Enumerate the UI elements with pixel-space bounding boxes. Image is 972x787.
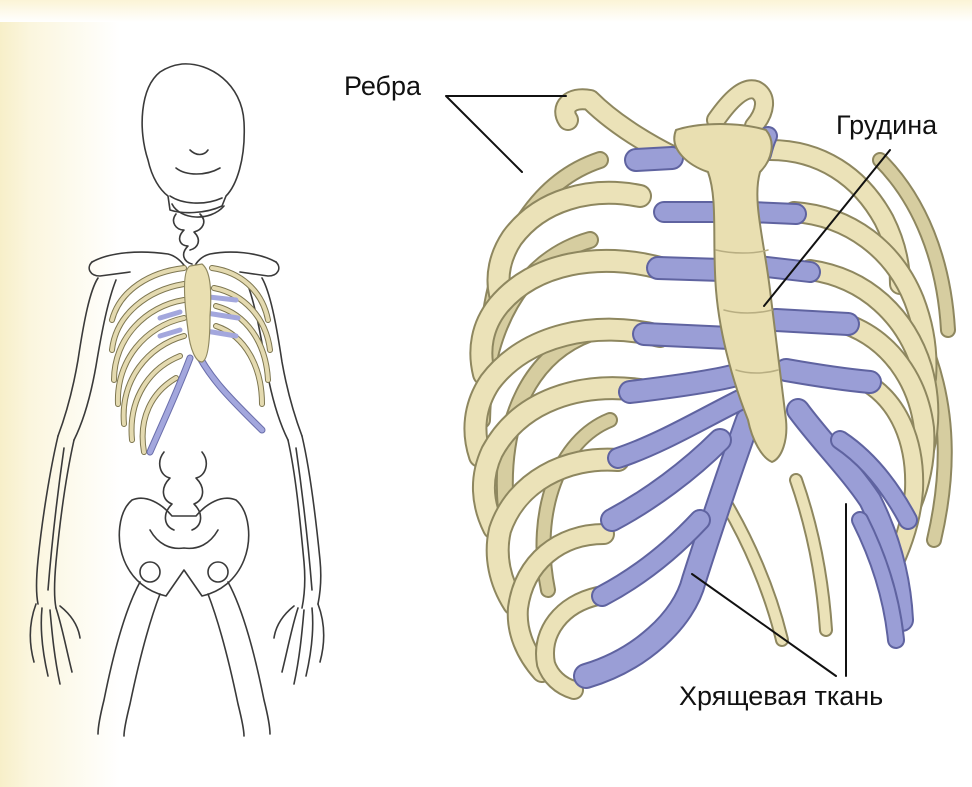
clavicle-right <box>194 252 276 268</box>
skeleton-ribcage <box>112 264 270 452</box>
skull <box>142 64 244 213</box>
humerus-right <box>262 278 302 436</box>
clavicle-left <box>92 252 186 268</box>
ribcage-illustration <box>475 89 948 690</box>
hand-right <box>274 604 324 684</box>
skeleton-sternum <box>185 264 211 362</box>
femur-left <box>98 582 140 734</box>
pelvis <box>119 498 248 596</box>
femur-right <box>228 582 270 734</box>
label-ribs: Ребра <box>344 73 421 100</box>
ribs-callout <box>446 96 566 172</box>
humerus-left <box>58 278 98 436</box>
spine-lumbar <box>160 452 174 530</box>
label-sternum: Грудина <box>836 112 937 139</box>
hand-left <box>30 604 80 684</box>
skeleton-illustration <box>30 64 323 736</box>
label-cartilage: Хрящевая ткань <box>679 683 883 710</box>
